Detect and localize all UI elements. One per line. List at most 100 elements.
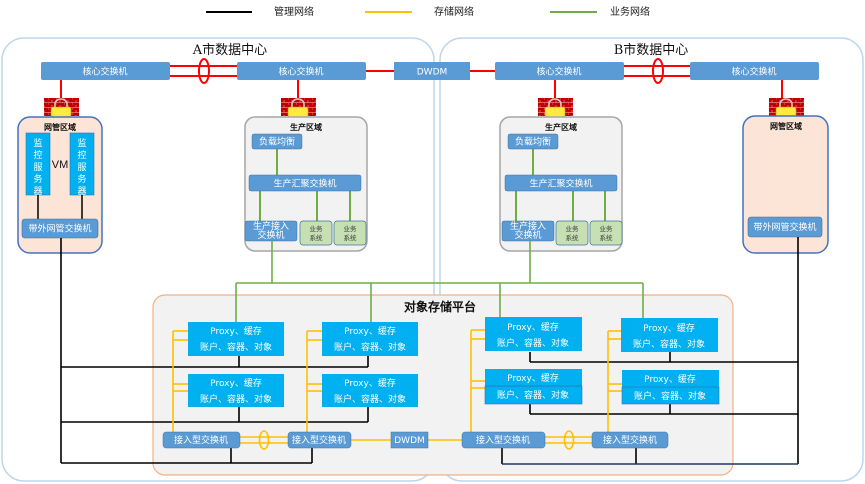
mgmt-zone-title: 网管区域 (770, 121, 802, 131)
access-switch-2[interactable]: 接入型交换机 (287, 431, 352, 449)
svg-text:系统: 系统 (310, 233, 324, 242)
node-data-label: 账户、容器、对象 (334, 341, 406, 353)
biz-system-a1[interactable]: 业务 系统 (299, 220, 333, 246)
core-switch-label: 核心交换机 (82, 66, 127, 78)
prod-zone-b: 生产区域 负载均衡 生产汇聚交换机 生产接入 交换机 业务 系统 业务 (499, 116, 623, 252)
svg-text:业务: 业务 (344, 224, 358, 233)
dwdm-label: DWDM (394, 436, 425, 446)
svg-text:系统: 系统 (600, 233, 614, 242)
access-switch-prod-a[interactable]: 生产接入 交换机 (244, 220, 298, 242)
core-switch-label: 核心交换机 (536, 66, 581, 78)
legend-business-label: 业务网络 (610, 5, 650, 18)
mgmt-zone-a: 网管区域 监 控 服 务 器 监 控 服 务 器 VM 带外网管交换机 (17, 116, 103, 254)
prod-zone-title: 生产区域 (545, 122, 577, 132)
access-switch-prod-b[interactable]: 生产接入 交换机 (501, 220, 555, 242)
svg-text:器: 器 (33, 186, 42, 197)
node-role-label: Proxy、缓存 (210, 325, 262, 337)
biz-system-b2[interactable]: 业务 系统 (589, 220, 623, 246)
node-data-label: 账户、容器、对象 (633, 338, 705, 350)
monitor-server-1[interactable]: 监 控 服 务 器 (25, 132, 51, 197)
monitor-server-2[interactable]: 监 控 服 务 器 (69, 132, 95, 197)
aggregation-switch-label: 生产汇聚交换机 (273, 178, 336, 190)
platform-title: 对象存储平台 (404, 299, 476, 314)
svg-text:控: 控 (77, 149, 86, 161)
node-data-label: 账户、容器、对象 (334, 393, 406, 405)
core-links (60, 58, 783, 98)
node-data-label: 账户、容器、对象 (497, 337, 569, 349)
management-network-lines (60, 237, 799, 464)
storage-node-4[interactable]: Proxy、缓存 账户、容器、对象 (322, 374, 418, 407)
firewall-icon (769, 98, 804, 118)
legend: 管理网络 存储网络 业务网络 (206, 5, 650, 18)
biz-system-a2[interactable]: 业务 系统 (333, 220, 367, 246)
oob-switch-label: 带外网管交换机 (28, 223, 91, 235)
load-balancer-b[interactable]: 负载均衡 (507, 133, 559, 150)
node-role-label: Proxy、缓存 (210, 377, 262, 389)
storage-node-5[interactable]: Proxy、缓存 账户、容器、对象 (485, 317, 582, 351)
storage-node-1[interactable]: Proxy、缓存 账户、容器、对象 (188, 322, 284, 356)
node-role-label: Proxy、缓存 (644, 373, 696, 385)
firewall-icon (538, 98, 573, 118)
svg-text:业务: 业务 (600, 224, 614, 233)
storage-node-6[interactable]: Proxy、缓存 账户、容器、对象 (621, 318, 718, 352)
object-storage-platform (152, 294, 734, 476)
vm-label: VM (52, 159, 69, 171)
oob-mgmt-switch-b[interactable]: 带外网管交换机 (747, 216, 823, 238)
core-switch-a2[interactable]: 核心交换机 (237, 62, 366, 80)
svg-text:业务: 业务 (310, 224, 324, 233)
svg-text:器: 器 (77, 186, 86, 197)
storage-node-3[interactable]: Proxy、缓存 账户、容器、对象 (188, 374, 284, 407)
biz-system-b1[interactable]: 业务 系统 (555, 220, 589, 246)
svg-text:生产接入: 生产接入 (253, 220, 289, 232)
svg-text:务: 务 (33, 173, 42, 185)
access-switch-1[interactable]: 接入型交换机 (162, 431, 241, 449)
business-network-lines (235, 241, 644, 322)
load-balancer-label: 负载均衡 (259, 136, 295, 148)
node-role-label: Proxy、缓存 (643, 322, 695, 334)
svg-text:控: 控 (33, 149, 42, 161)
oob-mgmt-switch-a[interactable]: 带外网管交换机 (21, 218, 99, 239)
aggregation-switch-b[interactable]: 生产汇聚交换机 (504, 174, 618, 192)
svg-text:系统: 系统 (344, 233, 358, 242)
svg-text:服: 服 (33, 162, 42, 173)
dwdm-storage[interactable]: DWDM (390, 431, 429, 449)
storage-node-2[interactable]: Proxy、缓存 账户、容器、对象 (322, 322, 418, 356)
svg-text:交换机: 交换机 (514, 229, 541, 241)
prod-zone-title: 生产区域 (290, 122, 322, 132)
storage-node-8[interactable]: Proxy、缓存 账户、容器、对象 (621, 370, 720, 405)
svg-text:监: 监 (77, 137, 86, 149)
svg-text:生产接入: 生产接入 (510, 220, 546, 232)
aggregation-switch-label: 生产汇聚交换机 (529, 178, 592, 190)
storage-network-lines (172, 329, 623, 450)
access-switch-label: 接入型交换机 (603, 434, 657, 446)
svg-text:监: 监 (33, 137, 42, 149)
datacenter-b-title: B市数据中心 (614, 42, 689, 58)
core-switch-a1[interactable]: 核心交换机 (41, 62, 170, 80)
firewall-icon (281, 98, 316, 118)
svg-text:业务: 业务 (566, 224, 580, 233)
load-balancer-label: 负载均衡 (515, 136, 551, 148)
access-switch-label: 接入型交换机 (174, 434, 228, 446)
mgmt-zone-title: 网管区域 (44, 122, 76, 132)
core-switch-b1[interactable]: 核心交换机 (495, 62, 624, 80)
svg-text:服: 服 (77, 162, 86, 173)
access-switch-label: 接入型交换机 (476, 434, 530, 446)
load-balancer-a[interactable]: 负载均衡 (251, 133, 303, 150)
access-switch-3[interactable]: 接入型交换机 (461, 431, 546, 449)
oob-switch-label: 带外网管交换机 (753, 221, 816, 233)
svg-text:系统: 系统 (566, 233, 580, 242)
aggregation-switch-a[interactable]: 生产汇聚交换机 (248, 174, 362, 192)
core-switch-b2[interactable]: 核心交换机 (690, 62, 819, 80)
node-data-label: 账户、容器、对象 (634, 390, 706, 402)
core-switch-label: 核心交换机 (731, 66, 776, 78)
datacenter-a-title: A市数据中心 (192, 42, 267, 58)
node-data-label: 账户、容器、对象 (497, 389, 569, 401)
node-role-label: Proxy、缓存 (344, 325, 396, 337)
node-data-label: 账户、容器、对象 (200, 341, 272, 353)
dwdm-core[interactable]: DWDM (394, 62, 470, 80)
svg-text:务: 务 (77, 173, 86, 185)
firewall-icon (44, 98, 79, 118)
access-switch-4[interactable]: 接入型交换机 (591, 431, 669, 449)
storage-node-7[interactable]: Proxy、缓存 账户、容器、对象 (484, 369, 583, 405)
